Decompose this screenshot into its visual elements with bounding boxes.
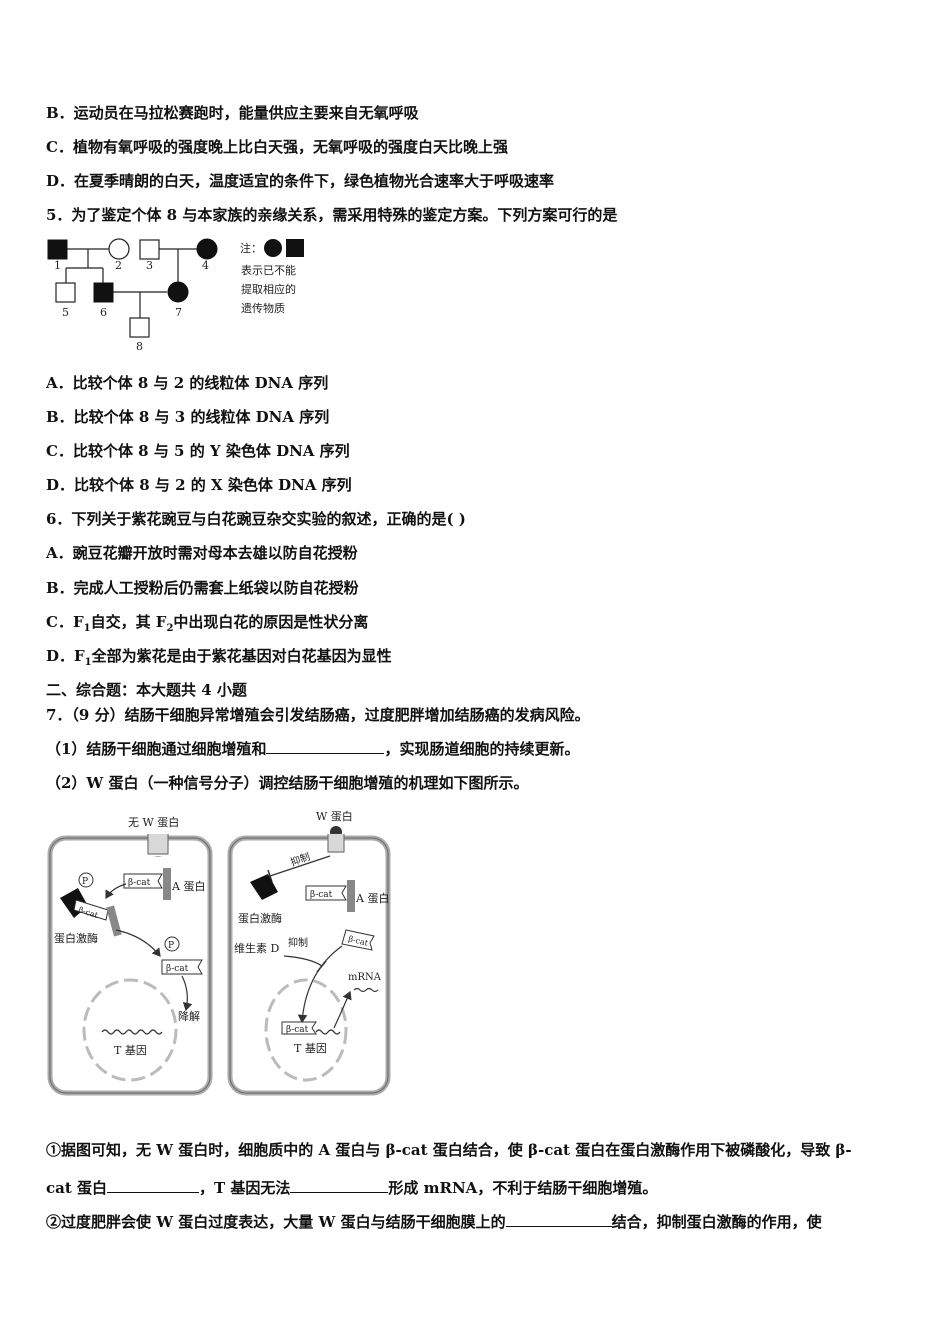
pedigree-individual-4: [196, 238, 218, 260]
q7-1-text: ，实现肠道细胞的持续更新。: [384, 740, 580, 758]
pedigree-id: 1: [54, 259, 61, 272]
q4-option-b: B．运动员在马拉松赛跑时，能量供应主要来自无氧呼吸: [46, 104, 419, 122]
q6c-text: C．F: [46, 613, 84, 631]
q7-i2-text: cat 蛋白: [46, 1179, 108, 1197]
w-protein-mechanism-figure: 无 W 蛋白 P β-cat 蛋白激酶 β-cat A 蛋白 P β-cat 降…: [47, 809, 391, 1096]
q4-option-d: D．在夏季晴朗的白天，温度适宜的条件下，绿色植物光合速率大于呼吸速率: [46, 172, 555, 190]
q6d-text: 全部为紫花是由于紫花基因对白花基因为显性: [91, 647, 392, 665]
answer-blank[interactable]: [290, 1178, 389, 1193]
bcat-label: β-cat: [286, 1025, 309, 1035]
q7-statement-2: ②过度肥胖会使 W 蛋白过度表达，大量 W 蛋白与结肠干细胞膜上的 结合，抑制蛋白…: [46, 1212, 822, 1232]
inhibit-label: 抑制: [289, 850, 312, 869]
vitamin-d-label: 维生素 D: [234, 941, 279, 955]
q5-option-b: B．比较个体 8 与 3 的线粒体 DNA 序列: [46, 408, 330, 426]
mrna-icon: [353, 987, 379, 993]
q6-option-a: A．豌豆花瓣开放时需对母本去雄以防自花授粉: [46, 544, 358, 562]
answer-blank[interactable]: [505, 1212, 612, 1227]
pedigree-note-title: 注：: [240, 241, 262, 255]
legend-filled-circle-icon: [264, 239, 282, 257]
label-w-protein: W 蛋白: [316, 809, 353, 823]
pedigree-note-line: 遗传物质: [241, 301, 285, 315]
cell-with-w: W 蛋白 抑制 蛋白激酶 β-cat A 蛋白 β-cat 维生素 D 抑制 β…: [227, 809, 391, 1096]
cell-without-w: 无 W 蛋白 P β-cat 蛋白激酶 β-cat A 蛋白 P β-cat 降…: [47, 815, 213, 1096]
q7-i2-text: 形成 mRNA，不利于结肠干细胞增殖。: [388, 1179, 658, 1197]
q5-stem: 5．为了鉴定个体 8 与本家族的亲缘关系，需采用特殊的鉴定方案。下列方案可行的是: [46, 206, 618, 224]
phosphate-label: P: [82, 877, 88, 887]
subscript: 2: [166, 623, 174, 634]
label-no-w-protein: 无 W 蛋白: [128, 815, 179, 829]
pedigree-id: 8: [136, 340, 143, 353]
q7-ii-text: 结合，抑制蛋白激酶的作用，使: [611, 1213, 822, 1231]
q6-option-b: B．完成人工授粉后仍需套上纸袋以防自花授粉: [46, 579, 359, 597]
pedigree-individual-8: [129, 317, 150, 338]
pedigree-individual-3: [139, 239, 160, 260]
q6d-text: D．F: [46, 647, 85, 665]
degradation-label: 降解: [178, 1009, 200, 1023]
pedigree-id: 4: [202, 259, 209, 272]
q6c-text: 自交，其 F: [90, 613, 167, 631]
pedigree-note-line: 提取相应的: [241, 282, 296, 296]
q7-i2-text: ，T 基因无法: [199, 1179, 291, 1197]
pedigree-figure: 1 2 3 4 5 6 7 8 注： 表示已不能 提取相应的 遗传物质: [47, 238, 304, 353]
pedigree-individual-2: [108, 238, 130, 260]
q6c-text: 中出现白花的原因是性状分离: [173, 613, 369, 631]
bcat-label: β-cat: [128, 878, 151, 888]
pedigree-individual-1: [47, 239, 68, 260]
legend-filled-square-icon: [286, 239, 304, 257]
pedigree-id: 5: [62, 306, 69, 319]
subscript: 1: [83, 623, 91, 634]
pedigree-individual-6: [93, 282, 114, 303]
q6-option-d: D．F1全部为紫花是由于紫花基因对白花基因为显性: [46, 646, 392, 673]
pedigree-id: 3: [146, 259, 153, 272]
kinase-label: 蛋白激酶: [54, 931, 98, 945]
dna-icon: [315, 1029, 341, 1035]
bcat-label: β-cat: [310, 890, 333, 900]
q7-part1: （1）结肠干细胞通过细胞增殖和 ，实现肠道细胞的持续更新。: [46, 739, 579, 759]
q7-statement-1-cont: cat 蛋白 ，T 基因无法 形成 mRNA，不利于结肠干细胞增殖。: [46, 1178, 657, 1198]
t-gene-label: T 基因: [114, 1044, 147, 1057]
pedigree-id: 6: [100, 306, 107, 319]
q6-stem: 6．下列关于紫花豌豆与白花豌豆杂交实验的叙述，正确的是( ): [46, 510, 466, 528]
q7-ii-text: ②过度肥胖会使 W 蛋白过度表达，大量 W 蛋白与结肠干细胞膜上的: [46, 1213, 506, 1231]
q7-1-text: （1）结肠干细胞通过细胞增殖和: [46, 740, 267, 758]
protein-kinase-icon: [250, 874, 278, 900]
inhibit-label: 抑制: [288, 936, 308, 949]
q5-option-a: A．比较个体 8 与 2 的线粒体 DNA 序列: [46, 374, 329, 392]
pedigree-note-line: 表示已不能: [241, 263, 296, 277]
q5-option-c: C．比较个体 8 与 5 的 Y 染色体 DNA 序列: [46, 442, 350, 460]
pedigree-individual-5: [55, 282, 76, 303]
phosphate-label: P: [168, 941, 174, 951]
q7-part2: （2）W 蛋白（一种信号分子）调控结肠干细胞增殖的机理如下图所示。: [46, 774, 529, 792]
kinase-label: 蛋白激酶: [238, 911, 282, 925]
a-protein-label: A 蛋白: [355, 891, 389, 905]
answer-blank[interactable]: [107, 1178, 200, 1193]
pedigree-individual-7: [167, 281, 189, 303]
q7-stem: 7．（9 分）结肠干细胞异常增殖会引发结肠癌，过度肥胖增加结肠癌的发病风险。: [46, 706, 590, 724]
q7-statement-1: ①据图可知，无 W 蛋白时，细胞质中的 A 蛋白与 β-cat 蛋白结合，使 β…: [46, 1141, 852, 1159]
dna-icon: [101, 1029, 163, 1035]
bcat-label: β-cat: [166, 964, 189, 974]
a-protein-label: A 蛋白: [171, 879, 205, 893]
pedigree-id: 7: [175, 306, 182, 319]
section-heading: 二、综合题：本大题共 4 小题: [46, 681, 247, 699]
q4-option-c: C．植物有氧呼吸的强度晚上比白天强，无氧呼吸的强度白天比晚上强: [46, 138, 508, 156]
answer-blank[interactable]: [266, 739, 385, 754]
q5-option-d: D．比较个体 8 与 2 的 X 染色体 DNA 序列: [46, 476, 352, 494]
q6-option-c: C．F1自交，其 F2中出现白花的原因是性状分离: [46, 612, 368, 639]
mrna-label: mRNA: [348, 972, 382, 983]
pedigree-id: 2: [115, 259, 122, 272]
subscript: 1: [84, 657, 92, 668]
t-gene-label: T 基因: [294, 1042, 327, 1055]
